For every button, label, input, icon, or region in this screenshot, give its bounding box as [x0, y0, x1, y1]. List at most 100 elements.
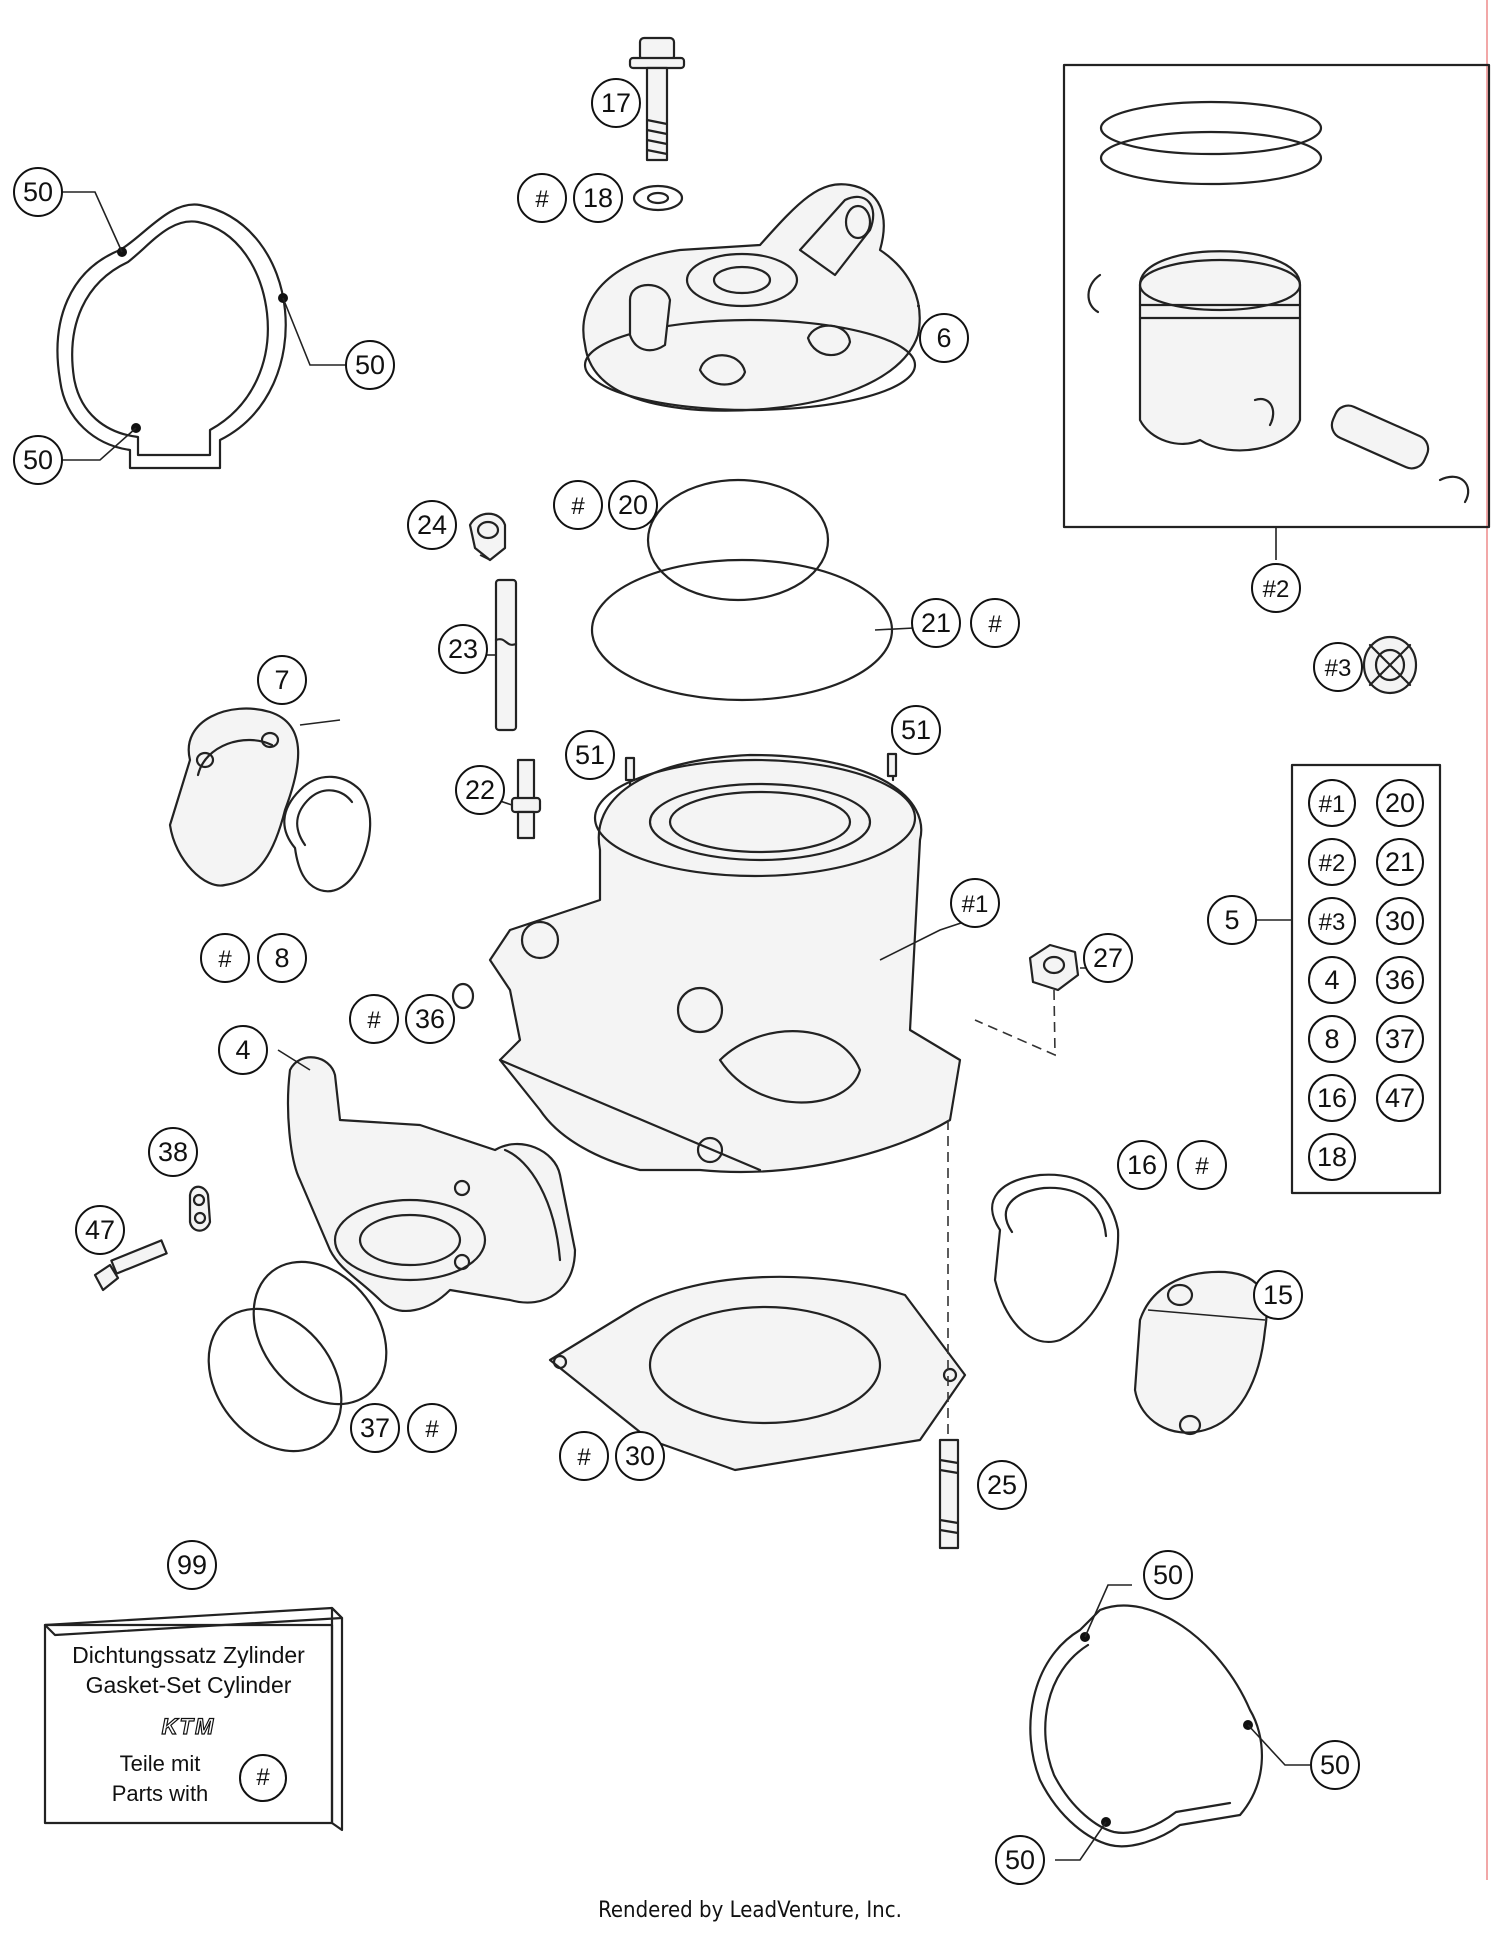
callout-label: 50 — [355, 350, 385, 380]
callout-c50f: 50 — [995, 1835, 1045, 1885]
gasket-set-box-text: Dichtungssatz Zylinder Gasket-Set Cylind… — [45, 1640, 332, 1814]
callout-label: 8 — [274, 943, 289, 973]
callout-label: #2 — [1263, 576, 1290, 603]
callout-label: 47 — [85, 1215, 115, 1245]
callout-c21: 21 — [911, 598, 961, 648]
gasket-bottom-right — [1029, 1584, 1310, 1861]
kit-item: 30 — [1376, 897, 1424, 945]
kit-item: 20 — [1376, 779, 1424, 827]
callout-c27: 27 — [1083, 933, 1133, 983]
callout-c50c: 50 — [13, 435, 63, 485]
fitting-24 — [468, 512, 507, 562]
kit-table — [1255, 763, 1442, 1195]
callout-cp2: #2 — [1251, 563, 1301, 613]
callout-c37: 37 — [350, 1403, 400, 1453]
exhaust-cover-7 — [168, 707, 300, 887]
callout-c18: 18 — [573, 173, 623, 223]
kit-item-label: 21 — [1385, 847, 1415, 877]
callout-label: 25 — [987, 1470, 1017, 1500]
gasket-set-box-99 — [43, 1606, 344, 1832]
callout-label: 7 — [274, 665, 289, 695]
cover-15 — [1133, 1270, 1268, 1436]
callout-c5: 5 — [1207, 895, 1257, 945]
callout-c99: 99 — [167, 1540, 217, 1590]
gasket-16 — [991, 1173, 1120, 1343]
kit-item-label: 16 — [1317, 1083, 1347, 1113]
callout-c23: 23 — [438, 624, 488, 674]
callout-label: 50 — [1320, 1750, 1350, 1780]
callout-c50a: 50 — [13, 167, 63, 217]
orings-37 — [207, 1260, 388, 1453]
nut-27 — [974, 943, 1080, 1057]
kit-item: 18 — [1308, 1133, 1356, 1181]
callout-label: 51 — [901, 715, 931, 745]
callout-label: # — [571, 493, 585, 520]
kit-item-label: 36 — [1385, 965, 1415, 995]
callout-label: # — [577, 1444, 591, 1471]
callout-c30: 30 — [615, 1431, 665, 1481]
gasket-set-line-german: Dichtungssatz Zylinder — [72, 1642, 305, 1668]
kit-item: 16 — [1308, 1074, 1356, 1122]
callout-label: # — [1195, 1153, 1209, 1180]
callout-label: 99 — [177, 1550, 207, 1580]
kit-item-label: 8 — [1324, 1024, 1339, 1054]
callout-label: # — [535, 186, 549, 213]
callout-label: 37 — [360, 1413, 390, 1443]
bolt-17 — [628, 36, 686, 162]
callout-c30h: # — [559, 1431, 609, 1481]
callout-label: 50 — [23, 177, 53, 207]
callout-label: #1 — [962, 891, 989, 918]
footer-credit: Rendered by LeadVenture, Inc. — [598, 1898, 902, 1923]
callout-c8h: # — [200, 933, 250, 983]
kit-item: 4 — [1308, 956, 1356, 1004]
kit-item: #2 — [1308, 838, 1356, 886]
callout-label: 16 — [1127, 1150, 1157, 1180]
gasket-8 — [283, 775, 372, 893]
callout-c37h: # — [407, 1403, 457, 1453]
callout-c50d: 50 — [1143, 1550, 1193, 1600]
callout-c17: 17 — [591, 78, 641, 128]
head-gaskets-20-21 — [590, 478, 894, 702]
callout-c8: 8 — [257, 933, 307, 983]
callout-label: #3 — [1325, 655, 1352, 682]
kit-item-label: 37 — [1385, 1024, 1415, 1054]
callout-label: 30 — [625, 1441, 655, 1471]
callout-c6: 6 — [919, 313, 969, 363]
base-gasket-30 — [548, 1275, 967, 1472]
callout-label: 18 — [583, 183, 613, 213]
kit-item-label: #1 — [1319, 791, 1346, 818]
callout-cp1: #1 — [950, 878, 1000, 928]
callout-c50e: 50 — [1310, 1740, 1360, 1790]
callout-c7: 7 — [257, 655, 307, 705]
callout-c38: 38 — [148, 1127, 198, 1177]
callout-c20: 20 — [608, 480, 658, 530]
kit-item: 36 — [1376, 956, 1424, 1004]
callout-label: 21 — [921, 608, 951, 638]
gasket-set-line-teile: Teile mit — [119, 1751, 201, 1776]
kit-item-label: 18 — [1317, 1142, 1347, 1172]
piston-box — [1062, 63, 1491, 560]
callout-c50b: 50 — [345, 340, 395, 390]
kit-item: #3 — [1308, 897, 1356, 945]
kit-item-label: 30 — [1385, 906, 1415, 936]
screw-47 — [93, 1239, 168, 1292]
callout-label: 27 — [1093, 943, 1123, 973]
cylinder-1 — [488, 753, 962, 1174]
callout-c22: 22 — [455, 765, 505, 815]
callout-c16: 16 — [1117, 1140, 1167, 1190]
kit-item: 47 — [1376, 1074, 1424, 1122]
callout-label: 20 — [618, 490, 648, 520]
callout-label: 17 — [601, 88, 631, 118]
callout-label: # — [988, 611, 1002, 638]
washer-18 — [632, 184, 684, 212]
callout-c47: 47 — [75, 1205, 125, 1255]
callout-c25: 25 — [977, 1460, 1027, 1510]
callout-group: 17#186505050#202421#23#2#37515122#1#8#36… — [13, 78, 1363, 1885]
ktm-logo: KTM — [161, 1713, 216, 1739]
cylinder-head-6 — [582, 183, 921, 412]
callout-label: 51 — [575, 740, 605, 770]
callout-c4: 4 — [218, 1025, 268, 1075]
nipple-22 — [510, 758, 542, 840]
callout-c15: 15 — [1253, 1270, 1303, 1320]
kit-item: 8 — [1308, 1015, 1356, 1063]
